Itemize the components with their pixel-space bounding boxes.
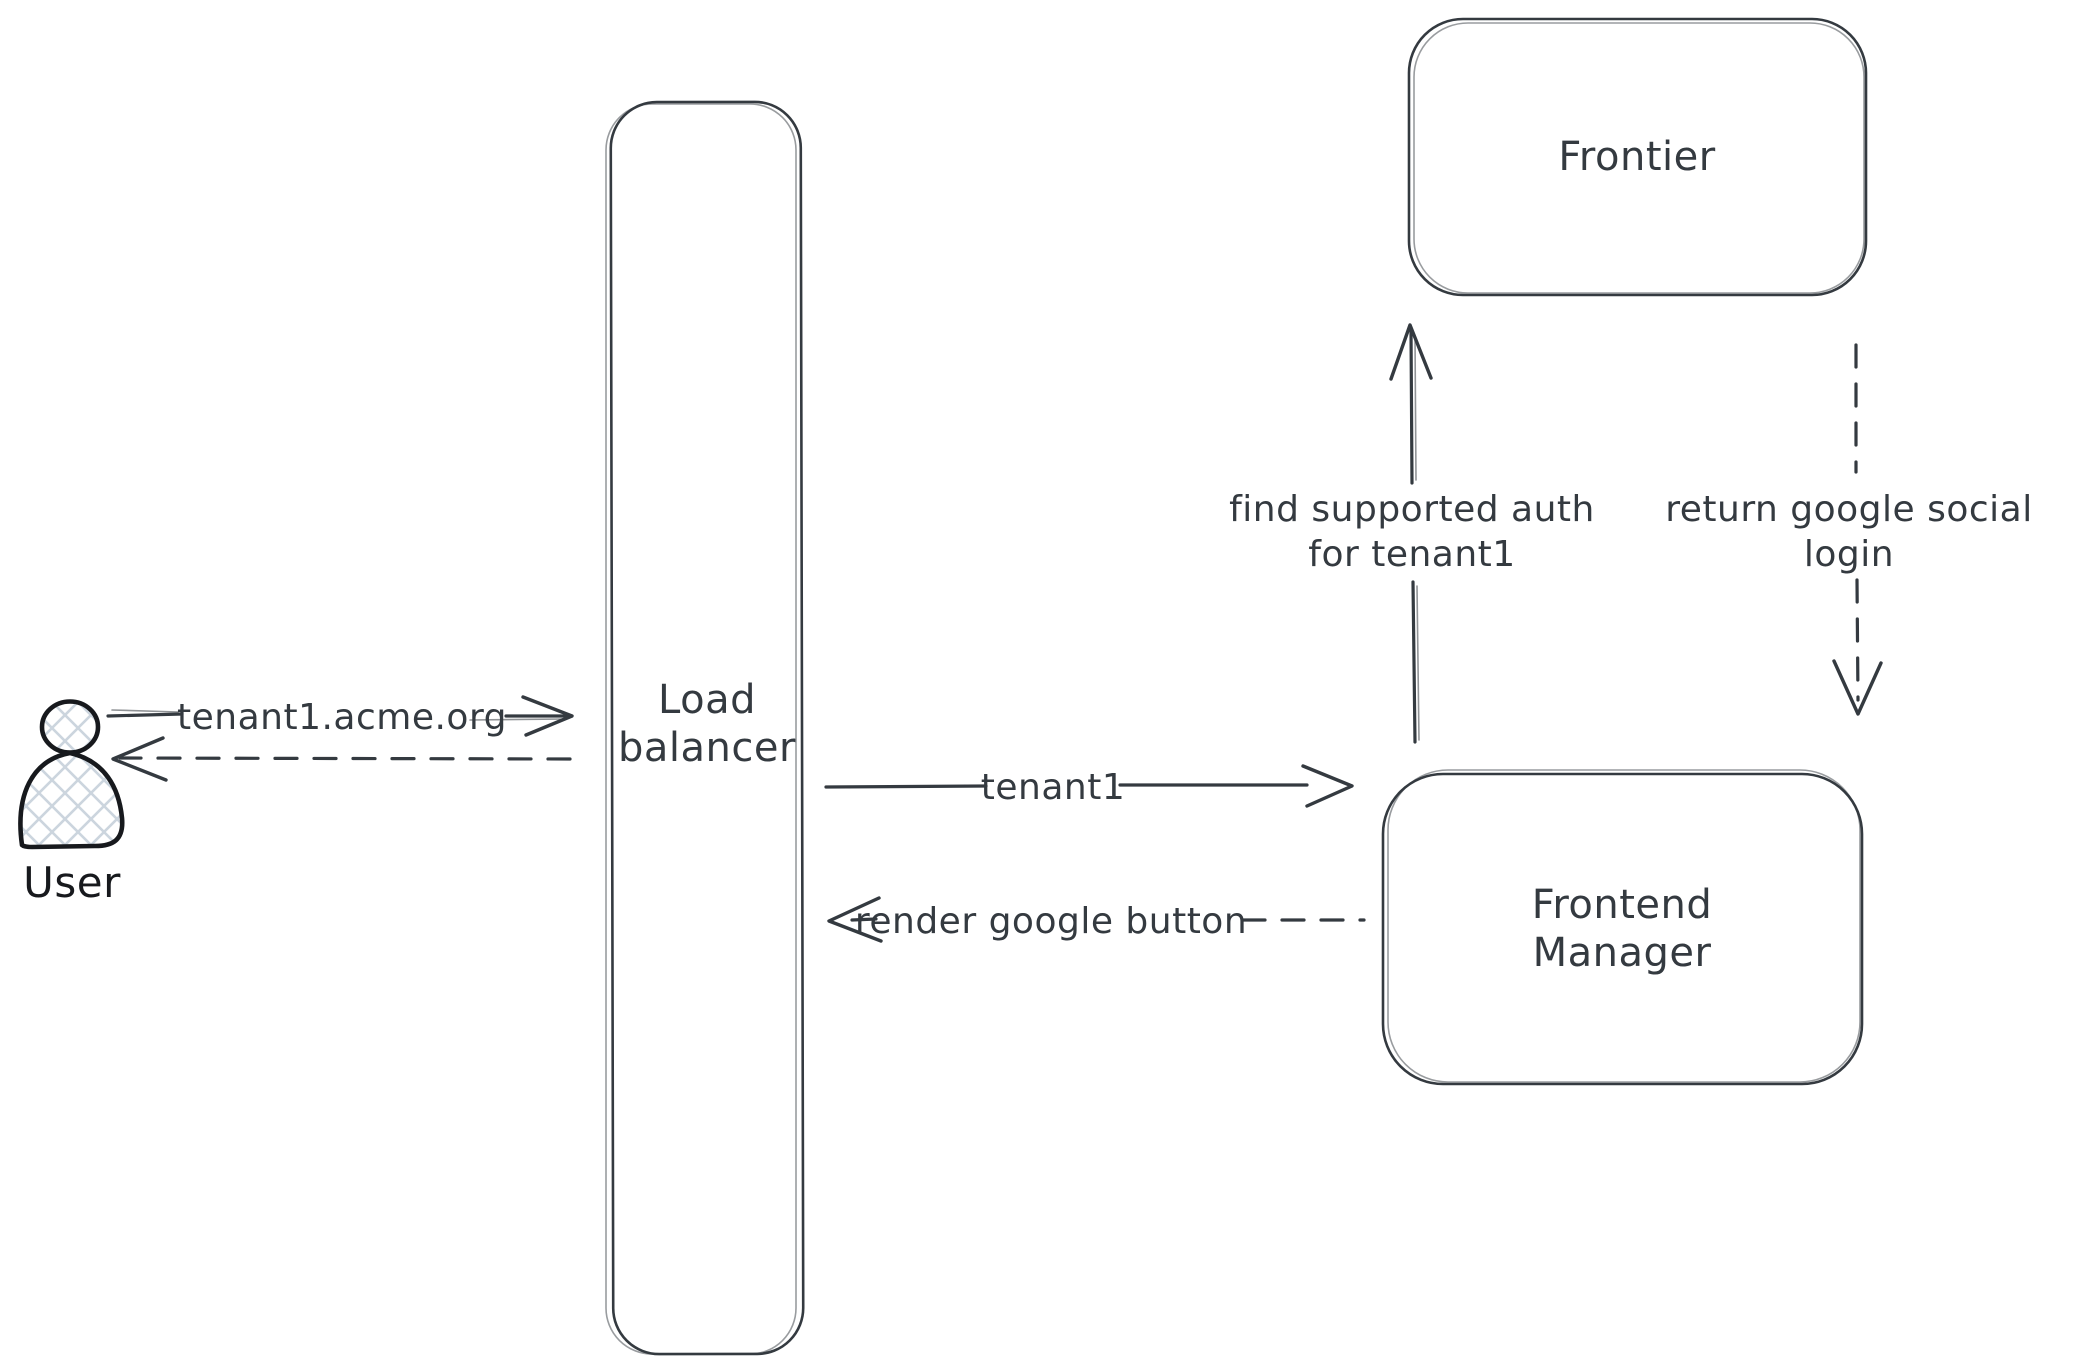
edge-label-return-google-social-line1: return google social [1665, 489, 2033, 530]
frontend-manager-label-line2: Manager [1533, 930, 1712, 976]
arrow-line-echo [1416, 585, 1420, 741]
load-balancer-node: Load balancer [605, 100, 805, 1356]
arrow-line-echo [1414, 335, 1417, 481]
arrow-line [118, 756, 572, 761]
frontend-manager-shape-echo [1387, 769, 1861, 1083]
edge-label-tenant1-acme-org: tenant1.acme.org [177, 697, 507, 738]
load-balancer-shape-echo [605, 103, 797, 1355]
arrow-load-balancer-to-user [111, 736, 572, 782]
arrow-line [824, 784, 988, 789]
arrow-user-to-load-balancer: tenant1.acme.org [106, 695, 574, 738]
user-icon [39, 699, 101, 755]
user-label: User [23, 858, 121, 907]
arrow-line [1855, 578, 1860, 702]
arrow-frontier-to-frontend-manager: return google social login [1665, 343, 2033, 716]
arrowhead-left [111, 736, 168, 782]
arrow-line [1411, 580, 1417, 744]
user-actor: User [18, 699, 125, 907]
arrow-line [1409, 328, 1414, 485]
edge-label-tenant1: tenant1 [981, 767, 1125, 808]
edge-label-render-google-button: render google button [855, 901, 1247, 942]
frontend-manager-label-line1: Frontend [1532, 882, 1713, 928]
frontend-manager-shape [1381, 772, 1864, 1086]
arrow-line-echo [111, 709, 179, 713]
frontier-label: Frontier [1558, 134, 1715, 180]
frontier-shape-echo [1413, 22, 1865, 294]
arrow-line [106, 712, 184, 718]
load-balancer-label-line1: Load [658, 677, 756, 723]
arrowhead-right [1301, 764, 1354, 808]
arrowhead-up [1389, 323, 1433, 381]
arrowhead-right [521, 695, 574, 737]
edge-label-return-google-social-line2: login [1804, 534, 1894, 575]
arrow-line-echo [469, 718, 567, 721]
frontier-node: Frontier [1407, 17, 1868, 297]
arrow-frontend-manager-to-frontier: find supported auth for tenant1 [1229, 323, 1595, 744]
arrow-load-balancer-to-frontend-manager: tenant1 [824, 764, 1354, 808]
user-icon-body [18, 750, 125, 850]
load-balancer-label-line2: balancer [618, 725, 796, 771]
arrow-frontend-manager-to-load-balancer: render google button [827, 896, 1366, 943]
frontier-shape [1407, 17, 1868, 297]
arrow-line [850, 917, 878, 922]
arrowhead-left [827, 896, 883, 943]
frontend-manager-node: Frontend Manager [1381, 769, 1864, 1086]
arrowhead-down [1832, 659, 1883, 716]
edge-label-find-supported-auth-line2: for tenant1 [1308, 534, 1515, 575]
edge-label-find-supported-auth-line1: find supported auth [1229, 489, 1595, 530]
